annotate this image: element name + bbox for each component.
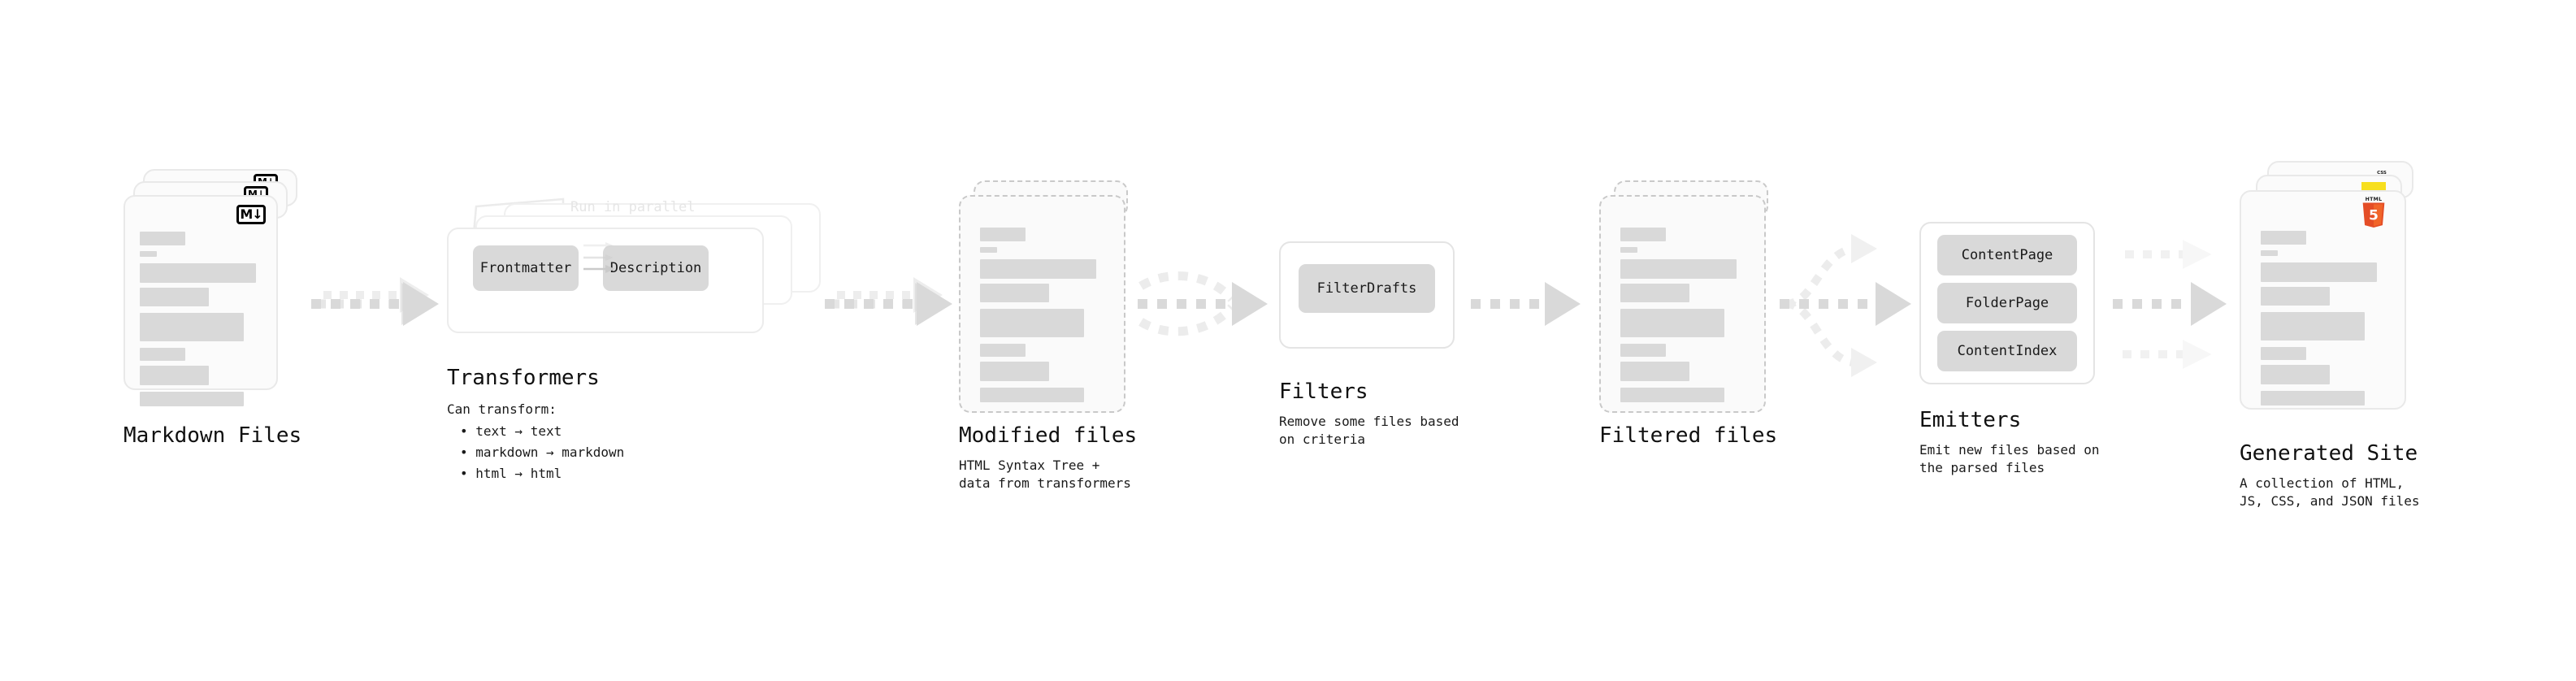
site-card-front: [2240, 190, 2406, 410]
doc-bar: [980, 362, 1049, 381]
doc-bar: [140, 251, 157, 257]
stage-title-markdown-files: Markdown Files: [124, 423, 302, 448]
doc-bar: [140, 313, 244, 341]
emitters-chip-contentpage[interactable]: ContentPage: [1937, 235, 2077, 275]
doc-bar: [980, 247, 997, 253]
modified-files-subtitle: HTML Syntax Tree + data from transformer…: [959, 458, 1131, 492]
filtered-card-front: [1599, 195, 1766, 413]
doc-bar: [2261, 250, 2278, 256]
doc-bar: [980, 309, 1084, 337]
doc-bar: [1620, 388, 1724, 402]
doc-bar: [140, 366, 209, 385]
emitters-subtitle: Emit new files based on the parsed files: [1919, 442, 2100, 476]
markdown-icon: M↓: [236, 205, 266, 224]
markdown-card-front: M↓: [124, 195, 278, 406]
html5-icon: HTML 5: [2362, 197, 2385, 228]
doc-bar: [980, 284, 1049, 302]
doc-bar: [980, 228, 1026, 241]
svg-text:HTML: HTML: [2366, 197, 2383, 202]
connector-transformers-to-modified: [825, 277, 952, 326]
stage-title-emitters: Emitters: [1919, 408, 2022, 432]
doc-bar: [1620, 309, 1724, 337]
doc-bar: [1620, 247, 1637, 253]
doc-bar: [1620, 228, 1666, 241]
stage-title-modified-files: Modified files: [959, 423, 1138, 448]
doc-bar: [2261, 312, 2365, 340]
doc-bar: [980, 344, 1026, 357]
doc-bar: [1620, 284, 1689, 302]
doc-bar: [2261, 391, 2365, 406]
doc-bar: [2261, 347, 2306, 360]
transformers-bullet-2: • html → html: [460, 466, 562, 481]
doc-bar: [1620, 362, 1689, 381]
doc-bar: [2261, 231, 2306, 245]
doc-bar: [140, 392, 244, 406]
connector-modified-to-filters: [1138, 271, 1268, 336]
modified-card-front: [959, 195, 1125, 413]
doc-bar: [140, 232, 185, 245]
stage-title-transformers: Transformers: [447, 366, 600, 390]
stage-title-filtered-files: Filtered files: [1599, 423, 1778, 448]
emitters-chip-folderpage[interactable]: FolderPage: [1937, 283, 2077, 323]
doc-bar: [980, 388, 1084, 402]
doc-bar: [2261, 262, 2377, 282]
doc-bar: [2261, 287, 2330, 306]
transformers-bullet-1: • markdown → markdown: [460, 445, 625, 460]
connector-markdown-to-transformers: [311, 277, 439, 326]
doc-bar: [140, 348, 185, 361]
doc-bar: [980, 259, 1096, 279]
run-in-parallel-label: Run in parallel: [570, 199, 696, 215]
connector-filtered-to-emitters: [1780, 234, 1911, 377]
svg-text:CSS: CSS: [2377, 171, 2387, 176]
filters-chip-filterdrafts[interactable]: FilterDrafts: [1299, 264, 1435, 313]
doc-bar: [140, 288, 209, 306]
transformer-chip-description[interactable]: Description: [603, 245, 709, 291]
connector-emitters-to-site: [2113, 240, 2227, 369]
doc-bar: [1620, 344, 1666, 357]
doc-bar: [140, 263, 256, 283]
generated-site-subtitle: A collection of HTML, JS, CSS, and JSON …: [2240, 475, 2420, 510]
emitters-chip-contentindex[interactable]: ContentIndex: [1937, 331, 2077, 371]
connector-filters-to-filtered: [1471, 282, 1581, 326]
doc-bar: [1620, 259, 1737, 279]
stage-title-generated-site: Generated Site: [2240, 441, 2418, 466]
filters-subtitle: Remove some files based on criteria: [1279, 414, 1459, 448]
doc-bar: [2261, 365, 2330, 384]
svg-text:5: 5: [2369, 207, 2379, 223]
stage-title-filters: Filters: [1279, 380, 1368, 404]
transformers-subtitle: Can transform:: [447, 401, 557, 417]
transformer-chip-frontmatter[interactable]: Frontmatter: [473, 245, 579, 291]
transformer-inner-arrows: [583, 242, 615, 273]
transformers-bullet-0: • text → text: [460, 423, 562, 439]
